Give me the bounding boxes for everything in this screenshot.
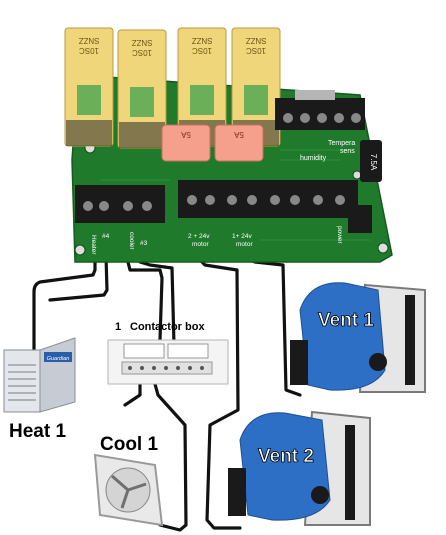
relay-label-line2: 10SC <box>132 48 152 57</box>
fuse-label: 7.5A <box>369 154 378 171</box>
vent1-device: Vent 1 <box>290 282 426 393</box>
relay-label-line1: SNZZ <box>191 36 212 45</box>
label-motor1: 1+ 24v <box>232 233 252 240</box>
relay-coil <box>77 85 101 115</box>
wire-cool-device <box>150 371 188 532</box>
contactor-screws <box>128 366 204 370</box>
board-labels: Tempera sens humidity Heater #4 cooler #… <box>90 140 355 255</box>
fuse-group: 5A 5A 7.5A <box>161 124 382 182</box>
contactor-module-2 <box>167 343 209 359</box>
contactor-label: Contactor box <box>130 321 205 333</box>
contactor-device: 1 Contactor box <box>107 321 229 385</box>
terminal-block-sensor <box>275 90 365 130</box>
fuse-body <box>360 140 382 182</box>
relay-group: SNZZ 10SC SNZZ 10SC SNZZ 10SC SNZZ 10SC <box>64 27 281 149</box>
vent2-device: Vent 2 <box>228 410 371 526</box>
heater-grille <box>8 364 36 401</box>
label-temperature: Tempera <box>328 140 355 147</box>
label-heater-sub: #4 <box>102 233 110 240</box>
relay-coil <box>190 85 214 115</box>
vent1-base <box>290 340 308 385</box>
label-motor2: 2 + 24v <box>188 233 210 240</box>
vent1-body <box>299 282 386 391</box>
contactor-module-1 <box>123 343 165 359</box>
side-fuse: 7.5A <box>360 140 382 182</box>
mounting-hole <box>377 242 389 254</box>
relay-label-line1: SNZZ <box>131 38 152 47</box>
relay-2: SNZZ 10SC <box>117 29 167 149</box>
vent1-shaft <box>369 353 387 371</box>
heater-side <box>39 337 76 413</box>
label-heater: Heater <box>90 235 97 255</box>
vent2-shaft <box>311 486 329 504</box>
relay-1: SNZZ 10SC <box>64 27 114 147</box>
vent2-base <box>228 468 246 516</box>
relay-label-line1: SNZZ <box>245 36 266 45</box>
fuse-body <box>161 124 211 162</box>
fuse-body <box>214 124 264 162</box>
mounting-hole <box>352 170 362 180</box>
label-cooler-sub: #3 <box>140 240 148 247</box>
label-humidity: humidity <box>300 155 327 162</box>
relay-coil <box>130 87 154 117</box>
heater-brand-strip <box>44 352 72 362</box>
cool-label: Cool 1 <box>100 434 158 455</box>
mounting-hole <box>74 244 86 256</box>
relay-label-line2: 10SC <box>246 46 266 55</box>
fuse-2: 5A <box>214 124 264 162</box>
cooler-device: Cool 1 <box>93 434 164 527</box>
label-motor2-sub: motor <box>192 241 209 248</box>
fan-blades <box>111 474 147 509</box>
wire-heat <box>32 218 97 352</box>
fuse-label: 5A <box>233 130 243 139</box>
relay-base <box>66 120 112 146</box>
label-motor1-sub: motor <box>236 241 253 248</box>
fuse-1: 5A <box>161 124 211 162</box>
label-power: power <box>336 226 343 245</box>
relay-coil <box>244 85 268 115</box>
fuse-label: 5A <box>180 130 190 139</box>
heater-front <box>3 349 41 413</box>
relay-label-line2: 10SC <box>192 46 212 55</box>
heat-label: Heat 1 <box>9 421 66 442</box>
vent2-bracket-rod <box>345 425 355 520</box>
label-temperature-sub: sens <box>340 148 355 155</box>
vent2-body <box>239 412 331 521</box>
vent2-label: Vent 2 <box>258 446 314 467</box>
heater-device: Guardian Heat 1 <box>3 337 76 442</box>
label-cooler: cooler <box>128 232 135 251</box>
vent1-bracket-rod <box>405 295 415 385</box>
terminal-block-main <box>75 180 372 233</box>
contactor-number: 1 <box>115 321 121 333</box>
vent1-label: Vent 1 <box>318 310 374 331</box>
relay-label-line1: SNZZ <box>78 36 99 45</box>
relay-label-line2: 10SC <box>79 46 99 55</box>
relay-base <box>119 122 165 148</box>
heater-brand: Guardian <box>47 356 70 362</box>
pcb-traces <box>100 149 370 241</box>
